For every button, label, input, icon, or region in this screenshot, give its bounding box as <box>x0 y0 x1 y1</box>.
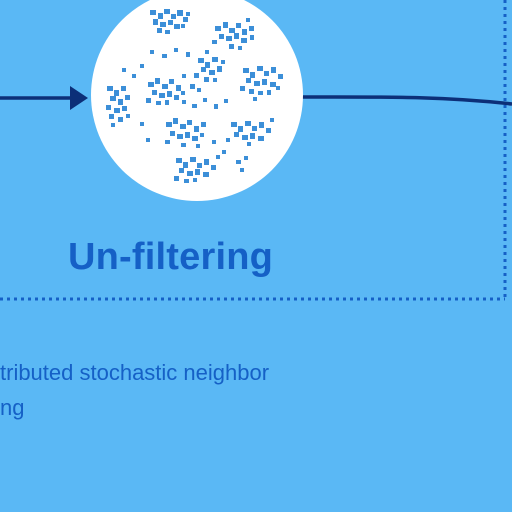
outgoing-flow-line <box>300 95 512 106</box>
stage-title: Un-filtering <box>68 236 274 278</box>
arrowhead-icon <box>70 86 88 110</box>
description-line-1: tributed stochastic neighbor <box>0 360 270 385</box>
description-line-2: ng <box>0 395 25 420</box>
stage-dotted-border <box>0 0 507 301</box>
tsne-cluster-plot-icon <box>91 0 303 201</box>
